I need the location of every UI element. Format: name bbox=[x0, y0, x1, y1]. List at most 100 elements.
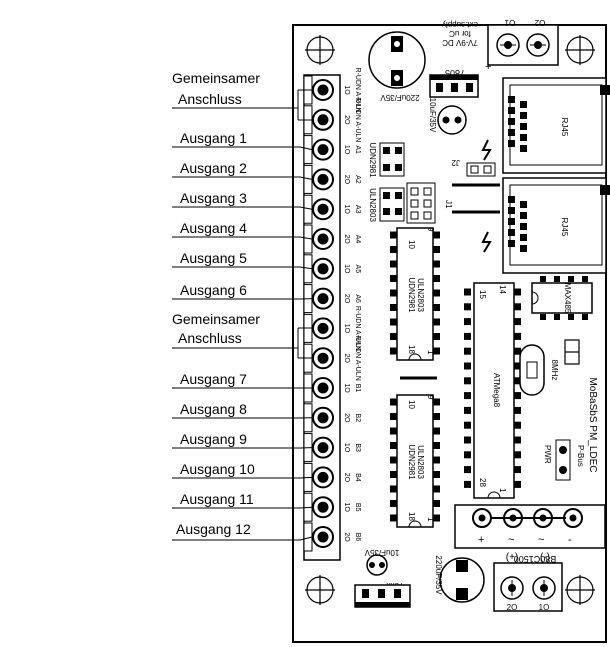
rj45-pin bbox=[520, 223, 527, 230]
terminal-row-label: B5 bbox=[354, 503, 361, 512]
terminal-row-label: B2 bbox=[354, 414, 361, 423]
terminal-row-label: B4 bbox=[354, 473, 361, 482]
terminal-pin-mark: 2O bbox=[343, 234, 350, 244]
mcu-pin-14: 14 bbox=[498, 285, 507, 294]
ext-supply-line-1: ext.supply bbox=[442, 20, 478, 29]
leader-line bbox=[172, 146, 313, 151]
dip-pin bbox=[433, 231, 440, 239]
dip-pin bbox=[390, 231, 397, 239]
dip-pin bbox=[514, 466, 521, 474]
terminal-screw-hole bbox=[317, 173, 329, 185]
leader-line bbox=[172, 176, 313, 180]
jumper-uln-label: ULN2803 bbox=[368, 188, 377, 222]
chip-a-pin-9: 9 bbox=[426, 227, 435, 232]
terminal-pin-mark: 1O bbox=[343, 324, 350, 334]
dip-pin bbox=[464, 318, 471, 326]
cap-small-label: 10uF/35V bbox=[428, 98, 437, 133]
terminal-screw-hole bbox=[317, 382, 329, 394]
dip-pin bbox=[390, 485, 397, 493]
terminal-row-label: B3 bbox=[354, 443, 361, 452]
dip-pin bbox=[464, 406, 471, 414]
terminal-row-label: A4 bbox=[354, 235, 361, 244]
chip-a-pin-10: 10 bbox=[407, 240, 416, 249]
rectifier-b80c1500: + ~ ~ - B80C1500 bbox=[454, 504, 606, 564]
terminal-pin-mark: 1O bbox=[343, 85, 350, 95]
terminal-row-label: R-UDN A-ULN bbox=[354, 67, 361, 112]
dip-pin bbox=[514, 288, 521, 296]
terminal-pin-mark: 2O bbox=[343, 115, 350, 125]
dip-pin bbox=[514, 451, 521, 459]
label-output-1: Ausgang 1 bbox=[180, 130, 247, 146]
led-pwr-label: PWR bbox=[543, 445, 552, 464]
rj45-pin bbox=[520, 134, 527, 141]
dip-pin bbox=[390, 347, 397, 355]
rect-tilde-2: ~ bbox=[538, 534, 544, 546]
led-pbus-label: P-Bus bbox=[576, 445, 585, 467]
crystal-label: 8MHz bbox=[550, 360, 559, 381]
label-output-2: Ausgang 2 bbox=[180, 160, 247, 176]
rj45-pin bbox=[508, 129, 515, 136]
rj45-pin bbox=[508, 240, 515, 247]
label-output-5: Ausgang 5 bbox=[180, 250, 247, 266]
dip-pin bbox=[390, 500, 397, 507]
dip-pin bbox=[514, 347, 521, 355]
dip-pin bbox=[514, 303, 521, 311]
dip-pin bbox=[390, 304, 397, 311]
rj45-pin bbox=[520, 112, 527, 119]
dip-pin bbox=[390, 413, 397, 420]
rj45-upper: RJ45 bbox=[502, 77, 610, 174]
terminal-row-label: A5 bbox=[354, 265, 361, 274]
dip-pin bbox=[433, 347, 440, 355]
capacitor-220uf-top: 220uF/35V bbox=[368, 31, 426, 102]
supply-terminal-bottom: 2O 1O bbox=[493, 562, 563, 612]
chip-a-pin-1: 1 bbox=[426, 350, 435, 355]
dip-pin bbox=[514, 421, 521, 429]
max485-chip: MAX485 bbox=[531, 276, 593, 320]
dip-pin bbox=[514, 392, 521, 400]
dip-pin bbox=[433, 246, 440, 253]
capacitor-10uf-bottom: 10uF/35V bbox=[364, 548, 399, 576]
driver-chip-lower: 10 9 18 1 ULN2803 UDN2981 bbox=[390, 394, 440, 528]
dip-pin bbox=[390, 260, 397, 268]
atmega8-chip: 15 14 28 1 ATMega8 bbox=[464, 282, 521, 499]
rj45-pin bbox=[508, 118, 515, 125]
jumper-block-udn-uln: UDN2981 ULN2803 bbox=[368, 142, 405, 222]
terminal-pin-mark: 2O bbox=[343, 473, 350, 483]
terminal-row-label: A3 bbox=[354, 205, 361, 214]
label-output-11: Ausgang 11 bbox=[180, 491, 254, 507]
dip-pin bbox=[464, 480, 471, 488]
rj45-pin bbox=[508, 140, 515, 147]
rj45-pin bbox=[508, 107, 515, 114]
terminal-row-label: B6 bbox=[354, 533, 361, 542]
rj45-pin bbox=[520, 212, 527, 219]
leader-line bbox=[172, 206, 313, 210]
chip-a-label-1: ULN2803 bbox=[416, 278, 425, 312]
dip-pin bbox=[514, 406, 521, 414]
label-output-3: Ausgang 3 bbox=[180, 190, 247, 206]
j2-label: J2 bbox=[451, 158, 460, 167]
dip-pin bbox=[514, 377, 521, 385]
leader-line bbox=[172, 266, 313, 270]
terminal-row-label: A2 bbox=[354, 175, 361, 184]
terminal-row-label: B1 bbox=[354, 384, 361, 393]
leader-line bbox=[172, 506, 313, 509]
rectifier-label: B80C1500 bbox=[514, 554, 557, 564]
terminal-screw-hole bbox=[317, 352, 329, 364]
chip-b-label-1: ULN2803 bbox=[416, 445, 425, 479]
dip-pin bbox=[390, 275, 397, 282]
bottom-pin-2: 2O bbox=[507, 603, 518, 612]
terminal-screw-hole bbox=[317, 501, 329, 513]
dip-pin bbox=[514, 436, 521, 444]
rect-tilde-1: ~ bbox=[508, 534, 514, 546]
dip-pin bbox=[433, 471, 440, 478]
terminal-row-label: A6 bbox=[354, 294, 361, 303]
dip-pin bbox=[464, 451, 471, 459]
jumper-j2: J2 bbox=[451, 158, 496, 177]
label-output-12: Ausgang 12 bbox=[176, 521, 251, 537]
rect-minus: - bbox=[568, 534, 572, 546]
rect-plus: + bbox=[478, 534, 484, 546]
dip-pin bbox=[464, 436, 471, 444]
ext-supply-line-2: for uC bbox=[449, 29, 471, 38]
terminal-screw-hole bbox=[317, 114, 329, 126]
terminal-pin-mark: 1O bbox=[343, 205, 350, 215]
